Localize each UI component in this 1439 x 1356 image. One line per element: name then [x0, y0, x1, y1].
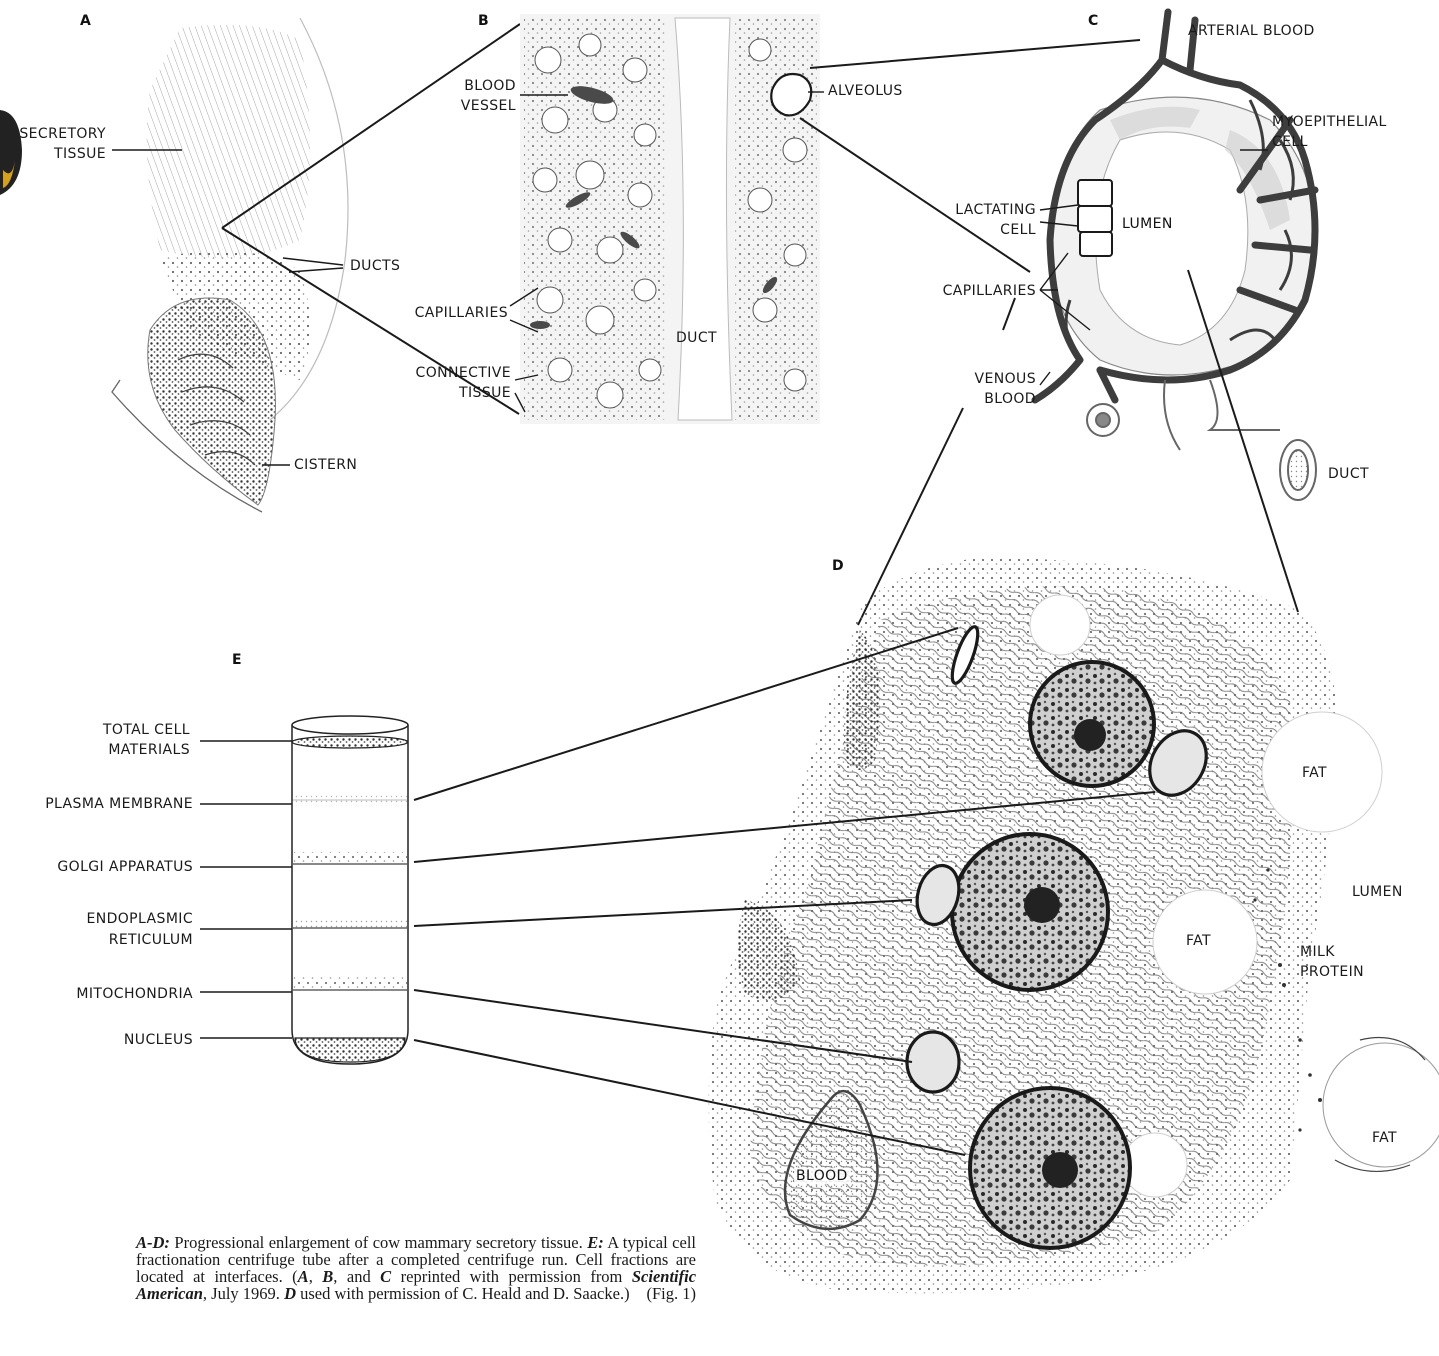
panel-e-letter: E — [232, 652, 242, 668]
label-lactating-cell-line1: LACTATING — [920, 202, 1036, 219]
label-total-cell-materials-line1: TOTAL CELL — [30, 722, 190, 739]
label-duct-b: DUCT — [676, 330, 717, 347]
alveoli-column-left — [524, 18, 666, 420]
label-milk-protein-line2: PROTEIN — [1300, 964, 1364, 981]
label-fat-1: FAT — [1302, 765, 1327, 782]
label-myoepithelial-line1: MYOEPITHELIAL — [1272, 114, 1387, 131]
band-golgi — [293, 852, 407, 864]
tube-body — [292, 725, 408, 1064]
figure-number: (Fig. 1) — [647, 1285, 697, 1302]
duct-cross-sections — [1087, 380, 1316, 500]
label-secretory-tissue-line1: SECRETORY — [0, 126, 106, 143]
cistern-shape — [148, 298, 276, 505]
band-er — [293, 918, 407, 928]
label-total-cell-materials-line2: MATERIALS — [30, 742, 190, 759]
label-milk-protein-line1: MILK — [1300, 944, 1335, 961]
label-lactating-cell-line2: CELL — [920, 222, 1036, 239]
label-blood-vessel-line1: BLOOD — [420, 78, 516, 95]
label-endoplasmic-reticulum-line1: ENDOPLASMIC — [30, 911, 193, 928]
panel-b-letter: B — [478, 13, 489, 29]
duct-channel — [675, 18, 732, 420]
tube-leader-lines — [200, 741, 292, 1038]
label-alveolus: ALVEOLUS — [828, 83, 903, 100]
label-fat-2: FAT — [1186, 933, 1211, 950]
figure-caption: A-D: Progressional enlargement of cow ma… — [136, 1234, 696, 1302]
panel-c-letter: C — [1088, 13, 1098, 29]
panel-a-letter: A — [80, 13, 91, 29]
label-ducts: DUCTS — [350, 258, 400, 275]
panel-b-alveoli-section — [510, 14, 824, 424]
label-venous-blood-line2: BLOOD — [900, 391, 1036, 408]
label-connective-tissue-line1: CONNECTIVE — [380, 365, 511, 382]
label-duct-c: DUCT — [1328, 466, 1369, 483]
caption-credit-d: D — [284, 1284, 296, 1303]
panel-e-centrifuge-tube — [200, 716, 408, 1064]
label-blood-d: BLOOD — [794, 1168, 850, 1184]
label-myoepithelial-line2: CELL — [1272, 134, 1308, 151]
panel-a-udder-section — [112, 18, 348, 512]
band-total-cell-materials — [292, 736, 408, 748]
band-mitochondria — [293, 976, 407, 990]
label-endoplasmic-reticulum-line2: RETICULUM — [30, 932, 193, 949]
label-plasma-membrane: PLASMA MEMBRANE — [0, 796, 193, 813]
label-capillaries-b: CAPILLARIES — [380, 305, 508, 322]
caption-text-d: used with permission of C. Heald and D. … — [296, 1284, 630, 1303]
label-mitochondria: MITOCHONDRIA — [30, 986, 193, 1003]
panel-c-alveolus-detail — [1035, 12, 1316, 500]
label-arterial-blood: ARTERIAL BLOOD — [1188, 23, 1315, 40]
label-lumen-d: LUMEN — [1352, 884, 1403, 901]
label-fat-3: FAT — [1372, 1130, 1397, 1147]
tube-top-rim — [292, 716, 408, 734]
panel-d-letter: D — [832, 558, 844, 574]
lactating-cells — [1078, 180, 1112, 256]
label-venous-blood-line1: VENOUS — [900, 371, 1036, 388]
label-cistern: CISTERN — [294, 457, 357, 474]
label-nucleus: NUCLEUS — [30, 1032, 193, 1049]
label-golgi-apparatus: GOLGI APPARATUS — [0, 859, 193, 876]
alveolus-lumen — [1096, 132, 1248, 345]
caption-text-date: , July 1969. — [203, 1284, 284, 1303]
label-lumen-c: LUMEN — [1120, 216, 1175, 232]
label-capillaries-c: CAPILLARIES — [900, 283, 1036, 300]
label-blood-vessel-line2: VESSEL — [420, 98, 516, 115]
label-connective-tissue-line2: TISSUE — [380, 385, 511, 402]
label-secretory-tissue-line2: TISSUE — [0, 146, 106, 163]
